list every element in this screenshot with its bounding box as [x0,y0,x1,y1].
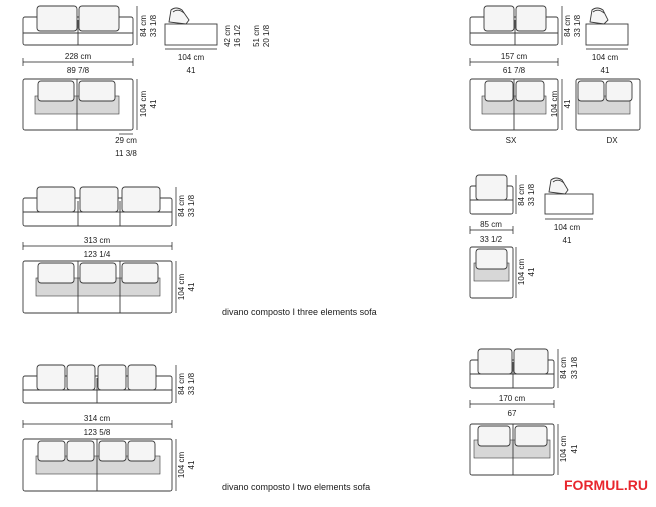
dim-228-width-in: 89 7/8 [67,66,90,75]
dim-313-depth-in: 41 [187,282,196,291]
dim-170-height-in: 33 1/8 [570,356,579,379]
dim-85-width-in: 33 1/2 [480,235,503,244]
dim-85-height-cm: 84 cm [517,184,526,206]
dim-313-height-cm: 84 cm [177,195,186,217]
dim-313-width-cm: 313 cm [84,236,111,245]
dim-85-width-cm: 85 cm [480,220,502,229]
sofa-313-plan-view [22,260,173,314]
watermark-formul: FORMUL.RU [564,477,648,493]
dim-228-arm-width-in: 11 3/8 [115,149,137,158]
dim-85-side-width-cm: 104 cm [554,223,581,232]
label-dx: DX [606,136,618,145]
sofa-170-front-view [469,348,555,389]
dim-314-height-cm: 84 cm [177,373,186,395]
dim-228-side-width-in: 41 [187,66,196,75]
sofa-170-dimensions: 170 cm 67 84 cm 33 1/8 104 cm 41 [469,349,579,475]
dim-313-width-in: 123 1/4 [84,250,111,259]
sofa-157-plan-dx [575,78,641,131]
dim-170-height-cm: 84 cm [559,357,568,379]
dim-313-depth-cm: 104 cm [177,274,186,301]
dim-170-width-cm: 170 cm [499,394,526,403]
label-sx: SX [506,136,517,145]
dim-228-depth-cm: 104 cm [139,91,148,118]
sofa-228-front-view [22,5,134,46]
dim-228-arm-height-cm: 42 cm [223,25,232,47]
sofa-157-front-view [469,5,559,46]
sofa-157-side-view [585,7,629,46]
sofa-228-side-view [164,7,218,46]
dim-157-depth-cm: 104 cm [550,91,559,118]
dim-170-depth-in: 41 [570,444,579,453]
dim-170-depth-cm: 104 cm [559,436,568,463]
dim-228-arm-width-cm: 29 cm [115,136,137,145]
sofa-170-plan-view [469,423,555,476]
dim-228-width-cm: 228 cm [65,52,92,61]
dim-228-back-height-in: 20 1/8 [262,24,271,47]
sofa-314-plan-view [22,438,173,492]
dim-228-depth-in: 41 [149,99,158,108]
sofa-228-plan-view [22,78,134,131]
dim-314-depth-in: 41 [187,460,196,469]
dim-157-depth-in: 41 [563,99,572,108]
caption-three-elements: divano composto I three elements sofa [222,307,377,317]
dim-228-back-height-cm: 51 cm [252,25,261,47]
sofa-314-dimensions: 314 cm 123 5/8 84 cm 33 1/8 104 cm 41 di… [22,365,370,492]
dim-314-width-cm: 314 cm [84,414,111,423]
dim-228-height-cm: 84 cm [139,15,148,37]
dim-313-height-in: 33 1/8 [187,194,196,217]
dim-85-depth-in: 41 [527,267,536,276]
dim-228-arm-height-in: 16 1/2 [233,24,242,47]
dim-314-height-in: 33 1/8 [187,372,196,395]
sofa-314-front-view [22,364,173,404]
sofa-313-front-view [22,186,173,227]
dim-157-height-cm: 84 cm [563,15,572,37]
dim-228-side-width-cm: 104 cm [178,53,205,62]
caption-two-elements: divano composto I two elements sofa [222,482,370,492]
dim-157-height-in: 33 1/8 [573,14,582,37]
dim-85-side-width-in: 41 [563,236,572,245]
sofa-228-dimensions: 228 cm 89 7/8 84 cm 33 1/8 104 cm 41 42 … [22,6,271,158]
dim-314-width-in: 123 5/8 [84,428,111,437]
sofa-157-plan-sx [469,78,559,131]
dim-157-width-in: 61 7/8 [503,66,526,75]
dim-314-depth-cm: 104 cm [177,452,186,479]
dim-157-side-width-cm: 104 cm [592,53,619,62]
chair-85-dimensions: 85 cm 33 1/2 84 cm 33 1/8 104 cm 41 104 … [469,175,593,298]
dim-228-height-in: 33 1/8 [149,14,158,37]
chair-85-side-view [544,177,594,215]
sofa-157-dimensions: 157 cm 61 7/8 84 cm 33 1/8 104 cm 41 104… [469,6,628,145]
dim-85-height-in: 33 1/8 [527,183,536,206]
chair-85-plan-view [469,246,514,299]
sofa-313-dimensions: 313 cm 123 1/4 84 cm 33 1/8 104 cm 41 di… [22,187,377,317]
chair-85-front-view [469,174,514,215]
dim-85-depth-cm: 104 cm [517,259,526,286]
dim-157-width-cm: 157 cm [501,52,528,61]
dim-170-width-in: 67 [508,409,517,418]
dim-157-side-width-in: 41 [601,66,610,75]
